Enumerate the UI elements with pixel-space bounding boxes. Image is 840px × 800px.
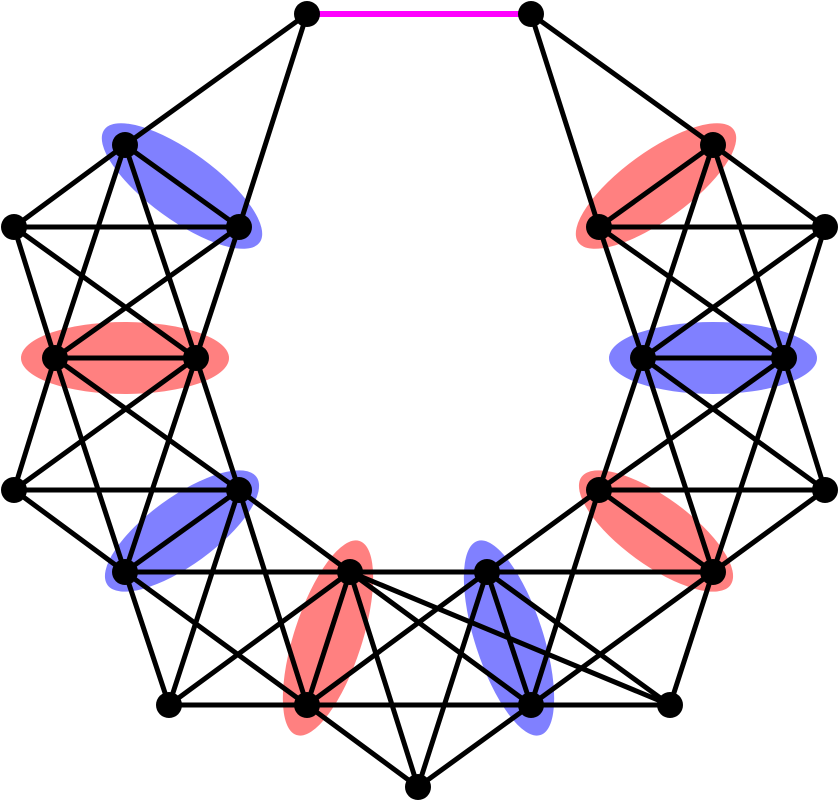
edge-l1-l6 [122,142,199,361]
edge-b1-b4 [347,569,421,790]
node-l1 [112,132,138,158]
edge-b2-b5 [304,569,490,708]
edge-l5-l9 [52,355,128,575]
edge-l8-b1 [236,487,353,575]
edge-b1-b6 [347,569,534,708]
edge-l5-l8 [52,355,242,493]
node-r8 [586,477,612,503]
edge-l6-l8 [193,355,242,493]
edge-r5-r2 [596,224,646,361]
node-b6 [518,692,544,718]
edge-l1-l5 [52,142,128,361]
edge-top-left-l1 [122,11,310,148]
edge-r5-r1 [640,142,716,361]
node-top-right [518,1,544,27]
edge-r6-r2 [596,224,787,361]
edge-l8-b3 [166,487,242,708]
node-r1 [700,132,726,158]
edge-r10-r7 [710,487,828,575]
edge-r5-r3 [640,224,828,361]
edge-r10-r5 [640,355,716,575]
edge-top-left-l2 [236,11,310,230]
node-r5 [630,345,656,371]
node-l6 [183,345,209,371]
edge-b3-b1 [166,569,353,708]
edge-b6-r10 [528,569,716,708]
node-r6 [771,345,797,371]
edge-l1-l2 [122,142,242,230]
edge-top-right-r1 [528,11,716,148]
edge-b7-r10 [667,569,716,708]
edge-r6-r1 [710,142,787,361]
edge-r8-r10 [596,487,716,575]
edge-b6-r8 [528,487,602,708]
edge-l6-l7 [11,355,199,493]
node-top-left [294,1,320,27]
node-l5 [42,345,68,371]
node-b7 [657,692,683,718]
edge-l8-l9 [122,487,242,575]
edge-r8-r6 [596,355,787,493]
node-l2 [226,214,252,240]
edge-r7-r5 [640,355,828,493]
edge-b1-b2 [304,569,353,708]
node-b4 [405,774,431,800]
edge-b1-b7 [347,569,673,708]
edge-r7-r6 [781,355,828,493]
node-r10 [700,559,726,585]
node-b3 [156,692,182,718]
node-l9 [112,559,138,585]
node-b1 [337,559,363,585]
edge-b5-b7 [484,569,673,708]
node-r2 [586,214,612,240]
edge-l3-l5 [11,224,58,361]
node-r3 [812,214,838,240]
edge-r2-r1 [596,142,716,230]
node-l7 [1,477,27,503]
node-l3 [1,214,27,240]
edge-l2-l5 [52,224,242,361]
node-l8 [226,477,252,503]
edge-r8-r5 [596,355,646,493]
edge-top-right-r2 [528,11,602,230]
edge-b6-b4 [415,702,534,790]
edge-b5-r8 [484,487,602,575]
edge-l3-l6 [11,224,199,361]
edge-l5-l7 [11,355,58,493]
edge-r10-r6 [710,355,787,575]
node-b2 [294,692,320,718]
edge-r1-r3 [710,142,828,230]
node-b5 [474,559,500,585]
node-r7 [812,477,838,503]
edge-b2-b4 [304,702,421,790]
edge-l8-b2 [236,487,310,708]
edge-l9-b3 [122,569,172,708]
edge-l9-b2 [122,569,310,708]
edge-l6-l9 [122,355,199,575]
edge-l1-l3 [11,142,128,230]
edge-r6-r3 [781,224,828,361]
edge-l7-l9 [11,487,128,575]
edge-l2-l6 [193,224,242,361]
graph-edges [11,11,828,790]
edge-b5-b4 [415,569,490,790]
